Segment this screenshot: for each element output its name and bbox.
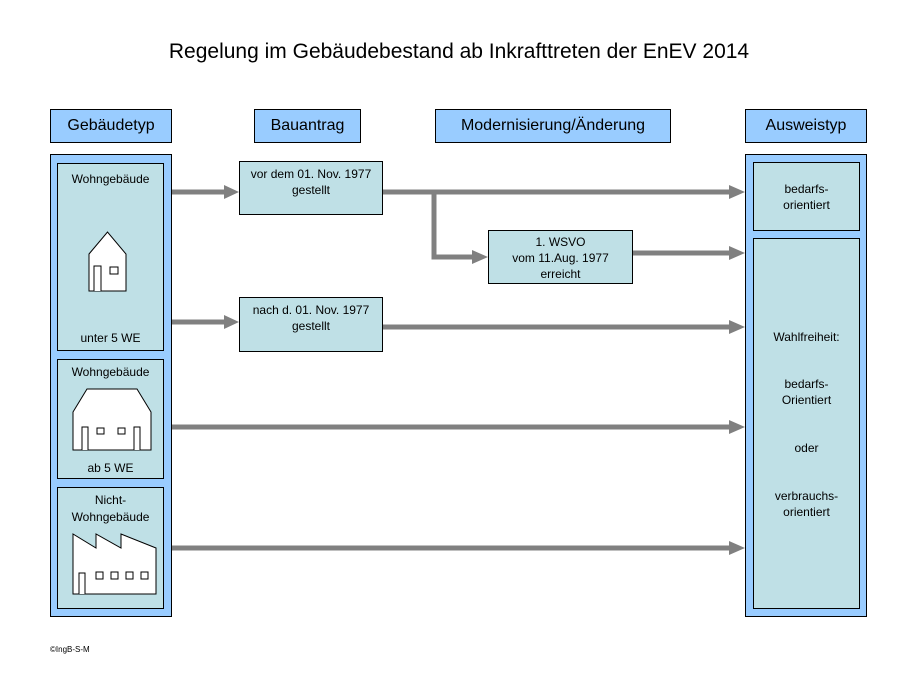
small-residential-units: unter 5 WE — [80, 331, 141, 345]
large-residential-label: Wohngebäude — [71, 365, 150, 379]
arrowhead-after-to-choice — [729, 320, 745, 334]
header-ausweistyp: Ausweistyp — [745, 109, 867, 143]
choice-demand-1: bedarfs- — [784, 377, 829, 391]
arrowhead-nonres-to-choice — [729, 541, 745, 555]
non-residential-label-1: Nicht- — [94, 493, 127, 507]
arrowhead-small-to-after — [224, 315, 239, 329]
certificate-demand-oriented: bedarfs- orientiert — [753, 162, 860, 231]
header-gebaeudetyp: Gebäudetyp — [50, 109, 172, 143]
application-before-date: vor dem 01. Nov. 1977 — [250, 167, 372, 181]
arrowhead-before-to-demand — [729, 185, 745, 199]
modernisation-wsvo: 1. WSVO vom 11.Aug. 1977 erreicht — [488, 230, 633, 284]
small-house-icon — [88, 231, 127, 292]
arrowhead-large-to-choice — [729, 420, 745, 434]
certificate-free-choice: Wahlfreiheit: bedarfs- Orientiert oder v… — [753, 238, 860, 609]
diagram-title: Regelung im Gebäudebestand ab Inkrafttre… — [168, 40, 750, 63]
choice-consumption-1: verbrauchs- — [774, 489, 839, 503]
arrowhead-modernisation-to-choice — [729, 246, 745, 260]
arrow-before-to-modernisation — [431, 192, 474, 260]
arrowhead-small-to-before — [224, 185, 239, 199]
application-after-1977: nach d. 01. Nov. 1977 gestellt — [239, 297, 383, 352]
apartment-building-icon — [72, 388, 152, 451]
copyright-notice: ©IngB-S-M — [50, 645, 90, 654]
choice-or: oder — [794, 441, 819, 455]
building-non-residential: Nicht- Wohngebäude — [57, 487, 164, 609]
header-bauantrag: Bauantrag — [254, 109, 361, 143]
demand-line-1: bedarfs- — [784, 182, 829, 196]
modernisation-line-2: vom 11.Aug. 1977 — [512, 251, 609, 265]
choice-demand-2: Orientiert — [781, 393, 832, 407]
application-after-status: gestellt — [291, 319, 331, 333]
application-before-status: gestellt — [291, 183, 331, 197]
demand-line-2: orientiert — [783, 198, 830, 212]
non-residential-label-2: Wohngebäude — [71, 510, 150, 524]
building-large-residential: Wohngebäude ab 5 WE — [57, 359, 164, 479]
modernisation-line-3: erreicht — [540, 267, 581, 281]
choice-consumption-2: orientiert — [783, 505, 830, 519]
factory-icon — [72, 533, 157, 595]
arrowhead-before-to-modernisation — [472, 250, 488, 264]
modernisation-line-1: 1. WSVO — [535, 235, 586, 249]
application-after-date: nach d. 01. Nov. 1977 — [252, 303, 370, 317]
application-before-1977: vor dem 01. Nov. 1977 gestellt — [239, 161, 383, 215]
large-residential-units: ab 5 WE — [87, 461, 134, 475]
small-residential-label: Wohngebäude — [71, 172, 150, 186]
building-small-residential: Wohngebäude unter 5 WE — [57, 163, 164, 351]
choice-heading: Wahlfreiheit: — [773, 330, 840, 344]
header-modernisierung: Modernisierung/Änderung — [435, 109, 671, 143]
